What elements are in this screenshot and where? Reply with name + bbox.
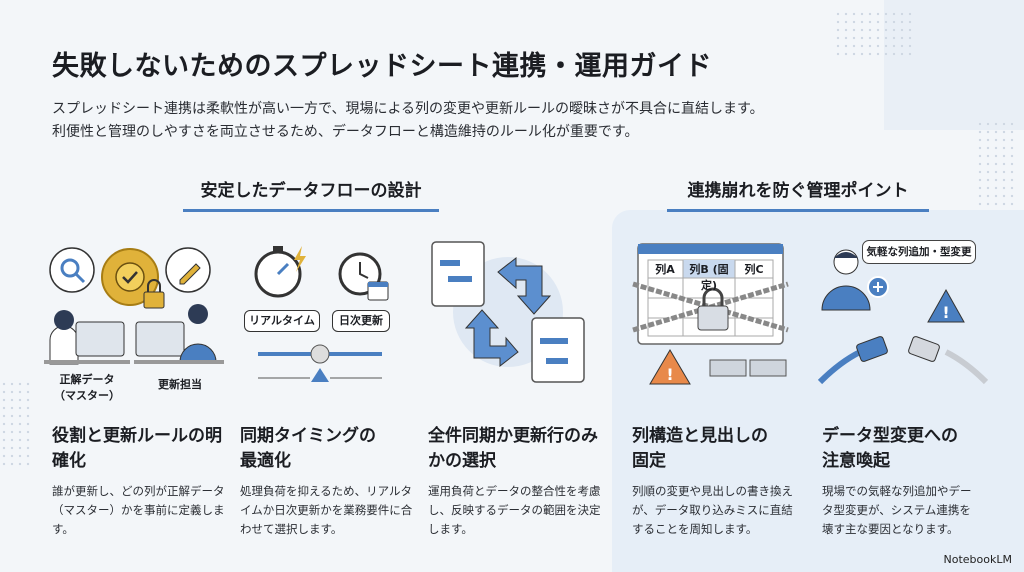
lock-icon	[697, 305, 729, 331]
warning-icon	[927, 288, 965, 323]
intro-text: スプレッドシート連携は柔軟性が高い一方で、現場による列の変更や更新ルールの曖昧さ…	[52, 98, 764, 144]
card-title: 列構造と見出しの固定	[632, 426, 768, 471]
database-sheet-icon	[531, 317, 585, 383]
card-title: 同期タイミングの最適化	[240, 426, 376, 471]
card-body: 列順の変更や見出しの書き換えが、データ取り込みミスに直結することを周知します。	[632, 484, 793, 536]
lock-icon	[143, 291, 165, 309]
card-sync-scope: 全件同期か更新行のみかの選択運用負荷とデータの整合性を考慮し、反映するデータの範…	[428, 424, 603, 539]
dot-pattern	[834, 10, 914, 60]
card-roles: 役割と更新ルールの明確化誰が更新し、どの列が正解データ（マスター）かを事前に定義…	[52, 424, 227, 539]
card-timing: 同期タイミングの最適化処理負荷を抑えるため、リアルタイムか日次更新かを業務要件に…	[240, 424, 415, 539]
realtime-tag: リアルタイム	[244, 310, 320, 332]
dot-pattern	[0, 380, 34, 470]
column-a-header: 列A	[655, 263, 675, 276]
warning-icon	[649, 349, 691, 385]
card-title: データ型変更への注意喚起	[822, 426, 958, 471]
monitor-icon	[135, 321, 185, 357]
dot-pattern	[976, 120, 1016, 210]
updater-label: 更新担当	[158, 378, 202, 391]
arrow-icon	[497, 256, 552, 315]
column-b-header: 列B (固定)	[689, 263, 729, 292]
card-body: 現場での気軽な列追加やデータ型変更が、システム連携を壊す主な要因となります。	[822, 484, 972, 536]
roles-illustration	[44, 247, 224, 365]
daily-tag: 日次更新	[332, 310, 390, 332]
card-type-change: データ型変更への注意喚起現場での気軽な列追加やデータ型変更が、システム連携を壊す…	[822, 424, 982, 539]
section-heading-dataflow: 安定したデータフローの設計	[183, 176, 439, 212]
section-heading-management: 連携崩れを防ぐ管理ポイント	[667, 176, 929, 212]
sync-cycle-illustration	[431, 241, 585, 383]
card-body: 運用負荷とデータの整合性を考慮し、反映するデータの範囲を決定します。	[428, 484, 601, 536]
cable-icon	[818, 349, 862, 385]
page-title: 失敗しないためのスプレッドシート連携・運用ガイド	[52, 51, 712, 82]
locked-columns-illustration: !	[632, 243, 789, 385]
card-column-structure: 列構造と見出しの固定列順の変更や見出しの書き換えが、データ取り込みミスに直結する…	[632, 424, 800, 539]
master-data-label: 正解データ （マスター）	[54, 373, 120, 402]
intro-line: 利便性と管理のしやすさを両立させるため、データフローと構造維持のルール化が重要で…	[52, 124, 639, 140]
column-c-header: 列C	[744, 263, 764, 276]
cable-icon	[944, 349, 988, 385]
svg-text:!: !	[666, 365, 673, 384]
card-body: 誰が更新し、どの列が正解データ（マスター）かを事前に定義します。	[52, 484, 225, 536]
notebooklm-logo: NotebookLM	[943, 553, 1012, 566]
broken-pipe-icon	[709, 359, 747, 377]
intro-line: スプレッドシート連携は柔軟性が高い一方で、現場による列の変更や更新ルールの曖昧さ…	[52, 101, 764, 117]
monitor-icon	[75, 321, 125, 357]
search-icon	[49, 247, 95, 293]
arrow-icon	[464, 309, 519, 368]
pencil-icon	[165, 247, 211, 293]
card-title: 役割と更新ルールの明確化	[52, 426, 222, 471]
timing-illustration	[254, 246, 389, 382]
spreadsheet-icon	[431, 241, 485, 307]
card-title: 全件同期か更新行のみかの選択	[428, 426, 598, 471]
type-change-illustration: !	[818, 249, 988, 385]
svg-text:!: !	[942, 303, 949, 322]
card-body: 処理負荷を抑えるため、リアルタイムか日次更新かを業務要件に合わせて選択します。	[240, 484, 413, 536]
speech-bubble: 気軽な列追加・型変更	[862, 240, 976, 264]
